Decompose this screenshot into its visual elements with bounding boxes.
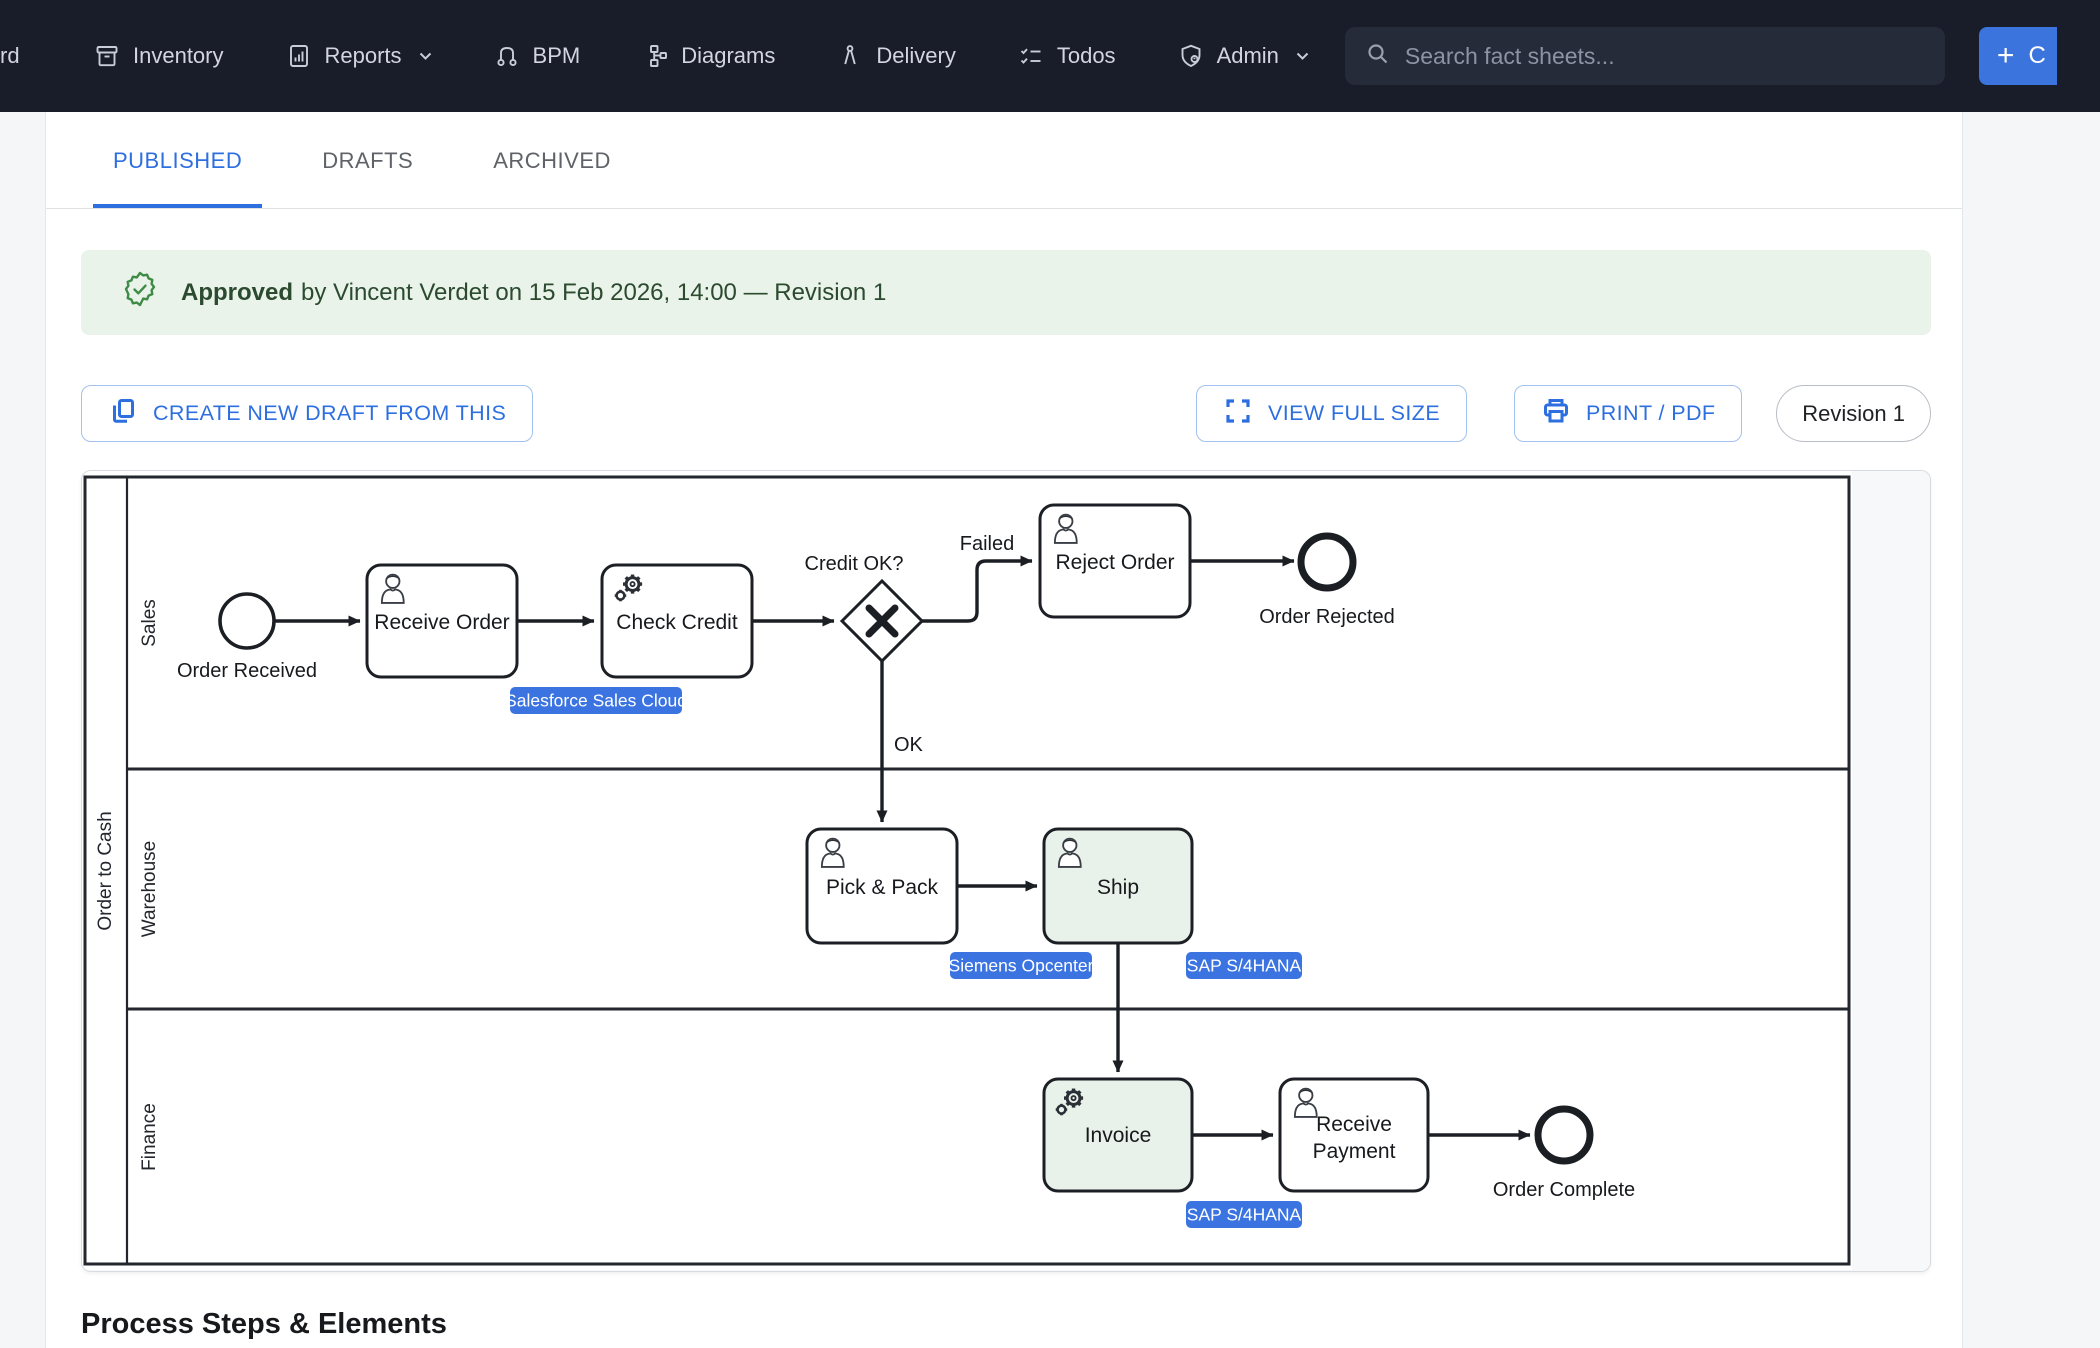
lane-label-warehouse: Warehouse: [139, 841, 160, 937]
task-label: Pick & Pack: [826, 876, 939, 899]
view-full-size-label: VIEW FULL SIZE: [1268, 401, 1441, 425]
task-label: Receive: [1316, 1113, 1392, 1136]
print-pdf-label: PRINT / PDF: [1586, 401, 1716, 425]
search-icon: [1365, 41, 1391, 72]
nav-item-inventory[interactable]: Inventory: [94, 43, 224, 69]
plus-icon: +: [1996, 39, 2015, 72]
archive-box-icon: [94, 43, 120, 69]
tab-published[interactable]: PUBLISHED: [93, 148, 263, 208]
shield-icon: [1178, 43, 1204, 69]
tree-diagram-icon: [642, 43, 668, 69]
checklist-icon: [1018, 43, 1044, 69]
create-draft-label: CREATE NEW DRAFT FROM THIS: [153, 401, 507, 425]
gateway-credit-ok[interactable]: Credit OK?: [805, 553, 925, 664]
nav-item-bpm[interactable]: BPM: [494, 43, 581, 69]
seal-check-icon: [121, 270, 159, 315]
pool-order-to-cash: Order to Cash Sales Warehouse Finance: [83, 475, 1851, 1266]
edge-label-failed: Failed: [960, 533, 1014, 555]
nav-item-label: Todos: [1056, 43, 1116, 68]
nav-item-todos[interactable]: Todos: [1018, 43, 1116, 69]
lane-label-sales: Sales: [139, 599, 160, 647]
nav-item-label: Delivery: [876, 43, 956, 68]
task-check-credit[interactable]: Check Credit: [600, 563, 754, 679]
nav-item-admin[interactable]: Admin: [1178, 43, 1309, 69]
expand-icon: [1223, 396, 1253, 432]
print-pdf-button[interactable]: PRINT / PDF: [1514, 385, 1743, 442]
nav-item-label: Admin: [1216, 43, 1279, 68]
gateway-label: Credit OK?: [805, 553, 904, 575]
task-label: Receive Order: [374, 611, 509, 634]
nav-item-label: Reports: [324, 43, 402, 68]
nav-item-label: rd: [0, 43, 20, 68]
approval-detail: by Vincent Verdet on 15 Feb 2026, 14:00 …: [301, 278, 887, 306]
approval-status: Approved: [181, 278, 294, 306]
nav-item-diagrams[interactable]: Diagrams: [642, 43, 775, 69]
nav-item-reports[interactable]: Reports: [286, 43, 432, 69]
nav-item-label: Diagrams: [681, 43, 776, 68]
badge-label: SAP S/4HANA: [1187, 956, 1302, 976]
diagram-container: Order to Cash Sales Warehouse Finance Fa…: [81, 470, 1931, 1272]
revision-label: Revision 1: [1802, 400, 1905, 426]
tab-drafts[interactable]: DRAFTS: [322, 148, 414, 173]
end-event-order-complete[interactable]: Order Complete: [1493, 1105, 1635, 1201]
revision-badge: Revision 1: [1776, 385, 1931, 442]
task-receive-payment[interactable]: Receive Payment: [1278, 1077, 1430, 1193]
compass-icon: [837, 43, 863, 69]
task-ship[interactable]: Ship: [1042, 827, 1194, 945]
task-label: Reject Order: [1055, 551, 1174, 574]
nav-item-truncated[interactable]: rd: [0, 43, 32, 69]
task-reject-order[interactable]: Reject Order: [1038, 503, 1192, 619]
view-full-size-button[interactable]: VIEW FULL SIZE: [1196, 385, 1468, 442]
task-label: Payment: [1313, 1140, 1396, 1163]
diagram-gutter: [1852, 471, 1930, 1271]
lane-label-finance: Finance: [139, 1103, 160, 1171]
top-nav: rd Inventory Reports: [0, 0, 2100, 112]
create-button-label: C: [2028, 42, 2046, 69]
bpmn-diagram[interactable]: Order to Cash Sales Warehouse Finance Fa…: [82, 471, 1852, 1270]
printer-icon: [1541, 396, 1571, 432]
task-receive-order[interactable]: Receive Order: [365, 563, 519, 679]
search-box: [1344, 27, 1945, 85]
task-label: Check Credit: [616, 611, 738, 634]
task-invoice[interactable]: Invoice: [1042, 1077, 1194, 1193]
nav-item-label: BPM: [532, 43, 581, 68]
sequence-flows: [274, 555, 1531, 1141]
create-draft-button[interactable]: CREATE NEW DRAFT FROM THIS: [81, 385, 534, 442]
tab-bar: PUBLISHED DRAFTS ARCHIVED: [46, 112, 1962, 209]
start-event-order-received[interactable]: Order Received: [177, 592, 317, 682]
nav-item-label: Inventory: [133, 43, 224, 68]
end-event-order-rejected[interactable]: Order Rejected: [1259, 532, 1395, 628]
bar-chart-icon: [286, 43, 312, 69]
actions-row: CREATE NEW DRAFT FROM THIS VIEW FULL SIZ…: [81, 385, 1931, 442]
search-input[interactable]: [1404, 42, 1925, 70]
section-heading: Process Steps & Elements: [81, 1308, 447, 1340]
system-badge-siemens[interactable]: Siemens Opcenter: [949, 952, 1094, 979]
system-badge-sap-finance[interactable]: SAP S/4HANA: [1186, 1201, 1302, 1228]
nav-item-delivery[interactable]: Delivery: [837, 43, 956, 69]
chevron-down-icon: [419, 52, 432, 61]
badge-label: Siemens Opcenter: [949, 956, 1094, 976]
task-pick-pack[interactable]: Pick & Pack: [805, 827, 959, 945]
copy-icon: [108, 396, 138, 432]
edge-label-ok: OK: [894, 734, 924, 756]
end-event-label: Order Complete: [1493, 1179, 1635, 1201]
task-label: Invoice: [1085, 1124, 1152, 1147]
end-event-label: Order Rejected: [1259, 606, 1395, 628]
badge-label: SAP S/4HANA: [1187, 1205, 1302, 1225]
chevron-down-icon: [1296, 52, 1309, 61]
badge-label: Salesforce Sales Cloud: [505, 691, 687, 711]
start-event-label: Order Received: [177, 660, 317, 682]
tab-archived[interactable]: ARCHIVED: [493, 148, 611, 173]
task-label: Ship: [1097, 876, 1139, 899]
pool-label: Order to Cash: [95, 811, 116, 930]
system-badge-sap-warehouse[interactable]: SAP S/4HANA: [1186, 952, 1302, 979]
system-badge-salesforce[interactable]: Salesforce Sales Cloud: [505, 687, 687, 714]
route-icon: [494, 43, 520, 69]
create-button[interactable]: + C: [1978, 27, 2057, 85]
